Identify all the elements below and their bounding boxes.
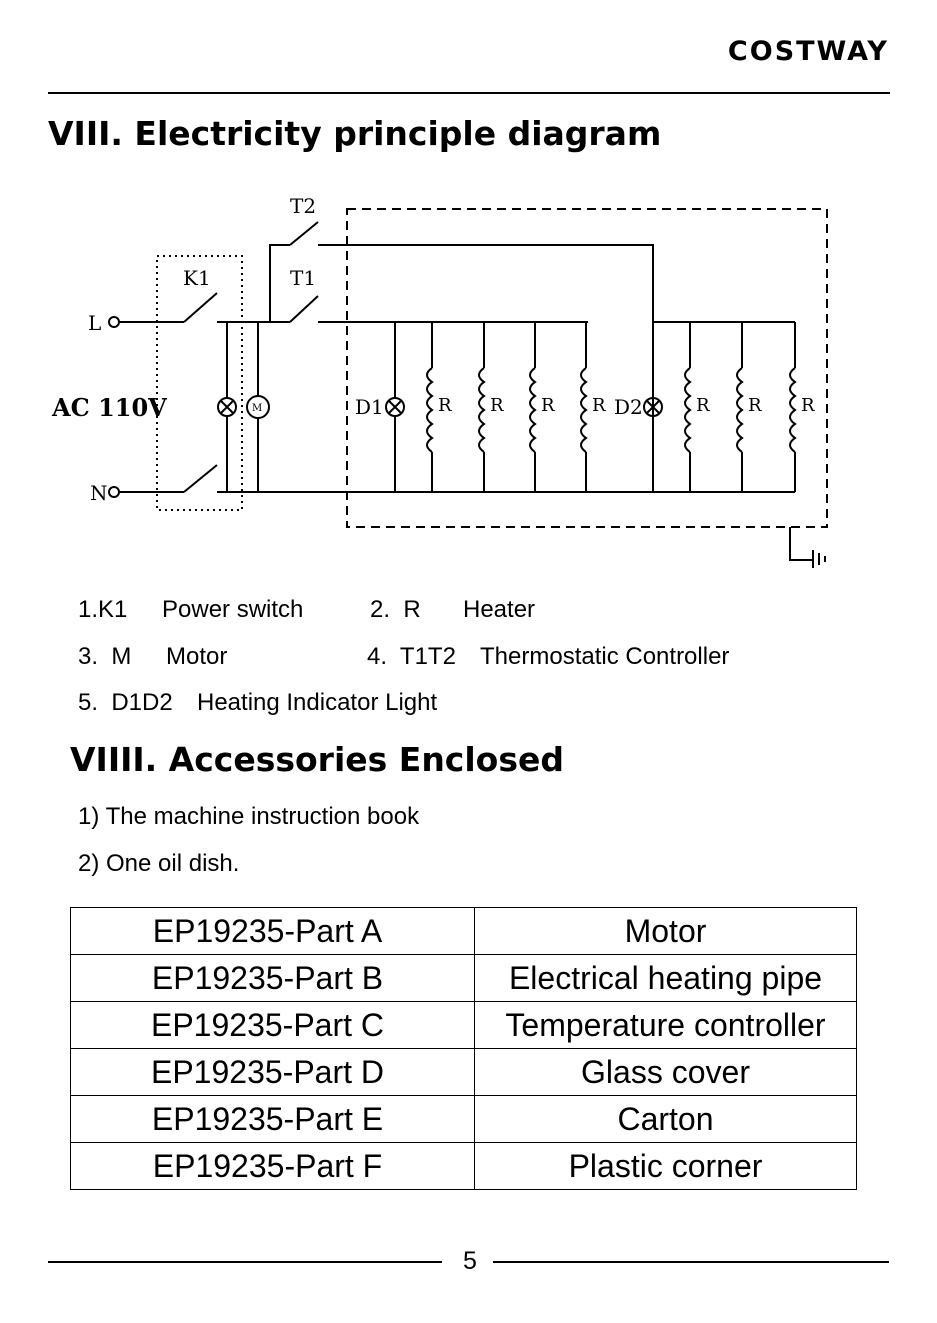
header-rule <box>48 92 890 94</box>
label-heater: R <box>801 395 815 416</box>
part-name-cell: Electrical heating pipe <box>474 954 857 1002</box>
table-row: EP19235-Part D Glass cover <box>70 1048 857 1096</box>
part-number-cell: EP19235-Part C <box>70 1001 475 1049</box>
table-row: EP19235-Part B Electrical heating pipe <box>70 954 857 1002</box>
label-heater: R <box>438 395 452 416</box>
section-title-electricity: VIII. Electricity principle diagram <box>48 114 662 153</box>
label-l: L <box>88 311 101 335</box>
legend-item-5-num: 5. D1D2 <box>78 689 173 716</box>
legend-item-3-num: 3. M <box>78 643 132 670</box>
parts-table: EP19235-Part A Motor EP19235-Part B Elec… <box>70 907 857 1190</box>
label-d1: D1 <box>355 395 384 419</box>
accessory-item: 2) One oil dish. <box>78 850 240 877</box>
label-n: N <box>90 481 108 505</box>
part-name-cell: Motor <box>474 907 857 955</box>
part-name-cell: Carton <box>474 1095 857 1143</box>
part-name-cell: Temperature controller <box>474 1001 857 1049</box>
part-name-cell: Glass cover <box>474 1048 857 1096</box>
table-row: EP19235-Part F Plastic corner <box>70 1142 857 1190</box>
label-heater: R <box>592 395 606 416</box>
label-ac-voltage: AC 110V <box>51 393 167 422</box>
label-k1: K1 <box>183 266 211 290</box>
part-number-cell: EP19235-Part F <box>70 1142 475 1190</box>
circuit-diagram: T2 T1 K1 L N AC 110V M D1 D2 R R R R R R… <box>51 194 828 568</box>
label-t2: T2 <box>290 194 316 218</box>
legend-item-3-desc: Motor <box>166 643 228 670</box>
accessory-item: 1) The machine instruction book <box>78 803 420 830</box>
footer-rule-right <box>493 1261 889 1263</box>
part-number-cell: EP19235-Part D <box>70 1048 475 1096</box>
section-title-accessories: VIIII. Accessories Enclosed <box>70 740 565 779</box>
part-number-cell: EP19235-Part A <box>70 907 475 955</box>
legend-item-4-desc: Thermostatic Controller <box>480 643 730 670</box>
label-d2: D2 <box>614 395 643 419</box>
table-row: EP19235-Part A Motor <box>70 907 857 955</box>
part-number-cell: EP19235-Part E <box>70 1095 475 1143</box>
label-heater: R <box>748 395 762 416</box>
label-heater: R <box>696 395 710 416</box>
label-heater: R <box>490 395 504 416</box>
part-name-cell: Plastic corner <box>474 1142 857 1190</box>
table-row: EP19235-Part C Temperature controller <box>70 1001 857 1049</box>
footer-rule-left <box>48 1261 442 1263</box>
label-motor: M <box>252 403 262 414</box>
label-t1: T1 <box>290 266 316 290</box>
legend-item-4-num: 4. T1T2 <box>367 643 456 670</box>
legend-item-5-desc: Heating Indicator Light <box>197 689 438 716</box>
table-row: EP19235-Part E Carton <box>70 1095 857 1143</box>
legend-item-1-desc: Power switch <box>162 596 304 623</box>
label-heater: R <box>541 395 555 416</box>
legend-item-1-num: 1.K1 <box>78 596 128 623</box>
legend-item-2-desc: Heater <box>463 596 536 623</box>
page-number: 5 <box>463 1247 477 1275</box>
brand-logo: COSTWAY <box>727 36 889 67</box>
legend-item-2-num: 2. R <box>370 596 421 623</box>
part-number-cell: EP19235-Part B <box>70 954 475 1002</box>
